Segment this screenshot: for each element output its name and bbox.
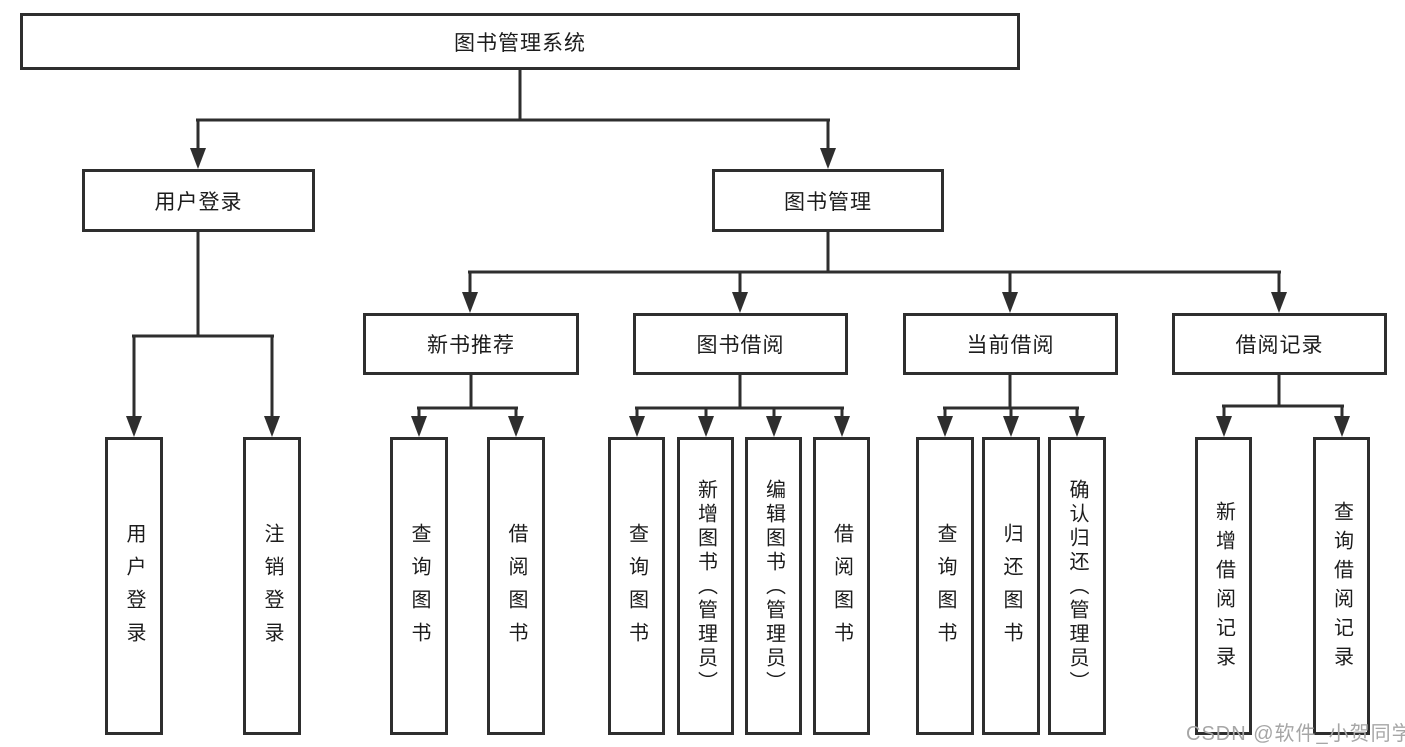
node-new-book-recommend: 新书推荐 bbox=[363, 313, 579, 375]
leaf-recommend-borrow-books: 借阅图书 bbox=[487, 437, 545, 735]
leaf-user-login: 用户登录 bbox=[105, 437, 163, 735]
leaf-records-query-borrow-record: 查询借阅记录 bbox=[1313, 437, 1370, 735]
leaf-records-add-borrow-record: 新增借阅记录 bbox=[1195, 437, 1252, 735]
node-borrow-records: 借阅记录 bbox=[1172, 313, 1387, 375]
leaf-borrow-query-books: 查询图书 bbox=[608, 437, 665, 735]
node-user-login: 用户登录 bbox=[82, 169, 315, 232]
leaf-borrow-edit-books-admin: 编辑图书（管理员） bbox=[745, 437, 802, 735]
node-current-borrow: 当前借阅 bbox=[903, 313, 1118, 375]
leaf-borrow-add-books-admin: 新增图书（管理员） bbox=[677, 437, 734, 735]
csdn-watermark: CSDN @软件_小贺同学 bbox=[1186, 723, 1405, 745]
leaf-current-query-books: 查询图书 bbox=[916, 437, 974, 735]
leaf-recommend-query-books: 查询图书 bbox=[390, 437, 448, 735]
leaf-current-confirm-return-admin: 确认归还（管理员） bbox=[1048, 437, 1106, 735]
leaf-borrow-borrow-books: 借阅图书 bbox=[813, 437, 870, 735]
node-library-management-system: 图书管理系统 bbox=[20, 13, 1020, 70]
node-book-management: 图书管理 bbox=[712, 169, 944, 232]
leaf-current-return-books: 归还图书 bbox=[982, 437, 1040, 735]
node-book-borrow: 图书借阅 bbox=[633, 313, 848, 375]
leaf-logout: 注销登录 bbox=[243, 437, 301, 735]
